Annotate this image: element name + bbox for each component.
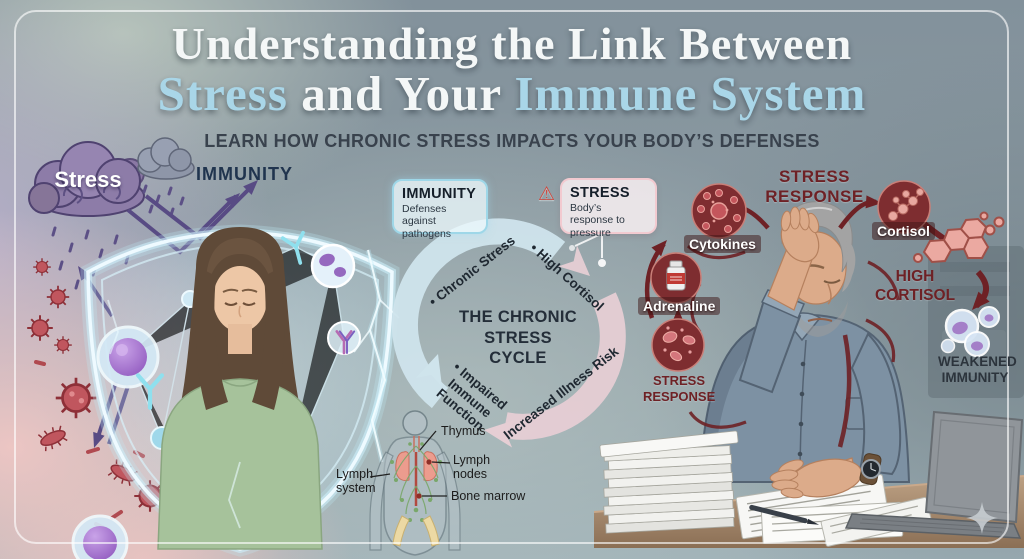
high-cortisol-label: HIGH CORTISOL — [874, 268, 956, 305]
stress-cloud-label: Stress — [54, 167, 122, 192]
gray-cloud — [137, 137, 195, 180]
stress-box-title: STRESS — [570, 185, 630, 201]
wristwatch-icon — [859, 453, 882, 486]
cytokines-label: Cytokines — [684, 235, 761, 253]
lymph-system-label: Lymph system — [336, 467, 376, 496]
cycle-title-line3: CYCLE — [489, 349, 547, 368]
stress-cycle-diagram — [392, 218, 626, 448]
man-hand-on-desk — [769, 453, 882, 499]
page-title-line2: Stress and Your Immune System — [0, 66, 1024, 122]
label-line: WEAKENED — [938, 354, 1017, 369]
stress-info-box: ⚠ STRESS Body’s response to pressure — [538, 178, 657, 239]
stress-response-heading: STRESS RESPONSE — [765, 167, 864, 206]
antibody-icons — [135, 230, 361, 410]
pen-icon — [749, 504, 820, 525]
stress-response-circle-label: STRESS RESPONSE — [643, 373, 715, 404]
stress-box-description: Body’s response to pressure — [570, 202, 625, 239]
cytokines-circle — [691, 183, 747, 239]
stressed-man — [698, 201, 911, 483]
immunity-box-description: Defenses against pathogens — [402, 203, 452, 240]
lightning-bolts — [107, 249, 400, 529]
cycle-title-line1: THE CHRONIC — [459, 308, 577, 326]
title-mid-words: and Your — [287, 66, 515, 121]
immunity-info-box: IMMUNITY Defenses against pathogens — [392, 179, 488, 240]
bone-marrow-label: Bone marrow — [451, 489, 526, 503]
title-immune-words: Immune System — [514, 66, 867, 121]
thymus-label: Thymus — [441, 424, 486, 438]
paper-stack — [599, 430, 739, 534]
immunity-shield — [71, 224, 400, 559]
label-line: RESPONSE — [643, 388, 716, 404]
adrenaline-circle — [650, 252, 702, 304]
warning-triangle-icon: ⚠ — [538, 184, 556, 205]
label-line: IMMUNITY — [941, 370, 1009, 386]
cycle-title-line2: STRESS — [484, 328, 552, 347]
laptop — [844, 410, 1024, 539]
page-title-line1: Understanding the Link Between — [171, 18, 853, 69]
shield-immunity-label: IMMUNITY — [196, 164, 293, 184]
stress-cloud — [28, 141, 145, 217]
cycle-center-title: THE CHRONIC STRESS CYCLE — [448, 307, 588, 369]
label-line: CORTISOL — [874, 286, 956, 304]
anatomy-figure — [369, 410, 461, 556]
weakened-cells — [940, 306, 1000, 357]
page-subtitle: LEARN HOW CHRONIC STRESS IMPACTS YOUR BO… — [204, 131, 820, 151]
cortisol-label: Cortisol — [872, 222, 935, 240]
stress-response-circle — [651, 318, 705, 372]
cortisol-molecule — [913, 211, 1005, 264]
adrenaline-label: Adrenaline — [638, 297, 721, 315]
sparkle-icon — [966, 502, 998, 534]
weakened-immunity-label: WEAKENED IMMUNITY — [938, 354, 1017, 386]
label-line: HIGH — [895, 268, 935, 285]
immunity-box-title: IMMUNITY — [402, 186, 477, 202]
title-stress-word: Stress — [157, 66, 288, 121]
label-line: STRESS — [652, 373, 705, 388]
lymph-nodes-label: Lymph nodes — [453, 453, 491, 482]
